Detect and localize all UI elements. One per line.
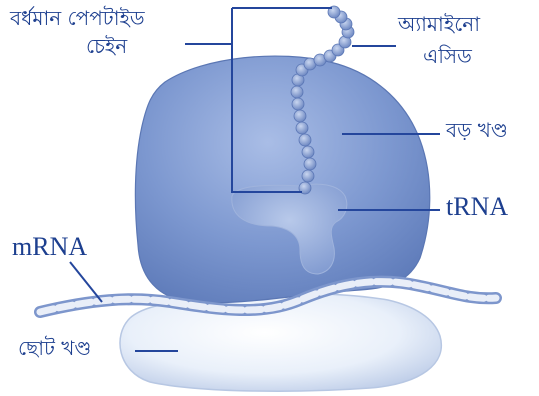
amino-acid-bead — [302, 170, 314, 182]
amino-acid-bead — [294, 110, 306, 122]
amino-acid-label-line2: এসিড — [423, 46, 472, 66]
amino-acid-bead — [292, 98, 304, 110]
large-subunit-label: বড় খণ্ড — [446, 120, 508, 140]
amino-acid-bead — [291, 86, 303, 98]
amino-acid-bead — [304, 158, 316, 170]
amino-acid-bead — [302, 146, 314, 158]
large-subunit — [135, 56, 429, 303]
trna-label: tRNA — [446, 194, 508, 220]
growing-chain-label-line2: চেইন — [86, 36, 127, 56]
mrna-label: mRNA — [12, 234, 87, 260]
small-subunit-label: ছোট খণ্ড — [18, 338, 91, 358]
amino-acid-bead — [296, 122, 308, 134]
growing-chain-label-line1: বর্ধমান পেপটাইড — [10, 8, 145, 28]
leader-line-mrna — [70, 262, 102, 302]
amino-acid-label-line1: অ্যামাইনো — [398, 14, 480, 34]
amino-acid-bead — [299, 134, 311, 146]
